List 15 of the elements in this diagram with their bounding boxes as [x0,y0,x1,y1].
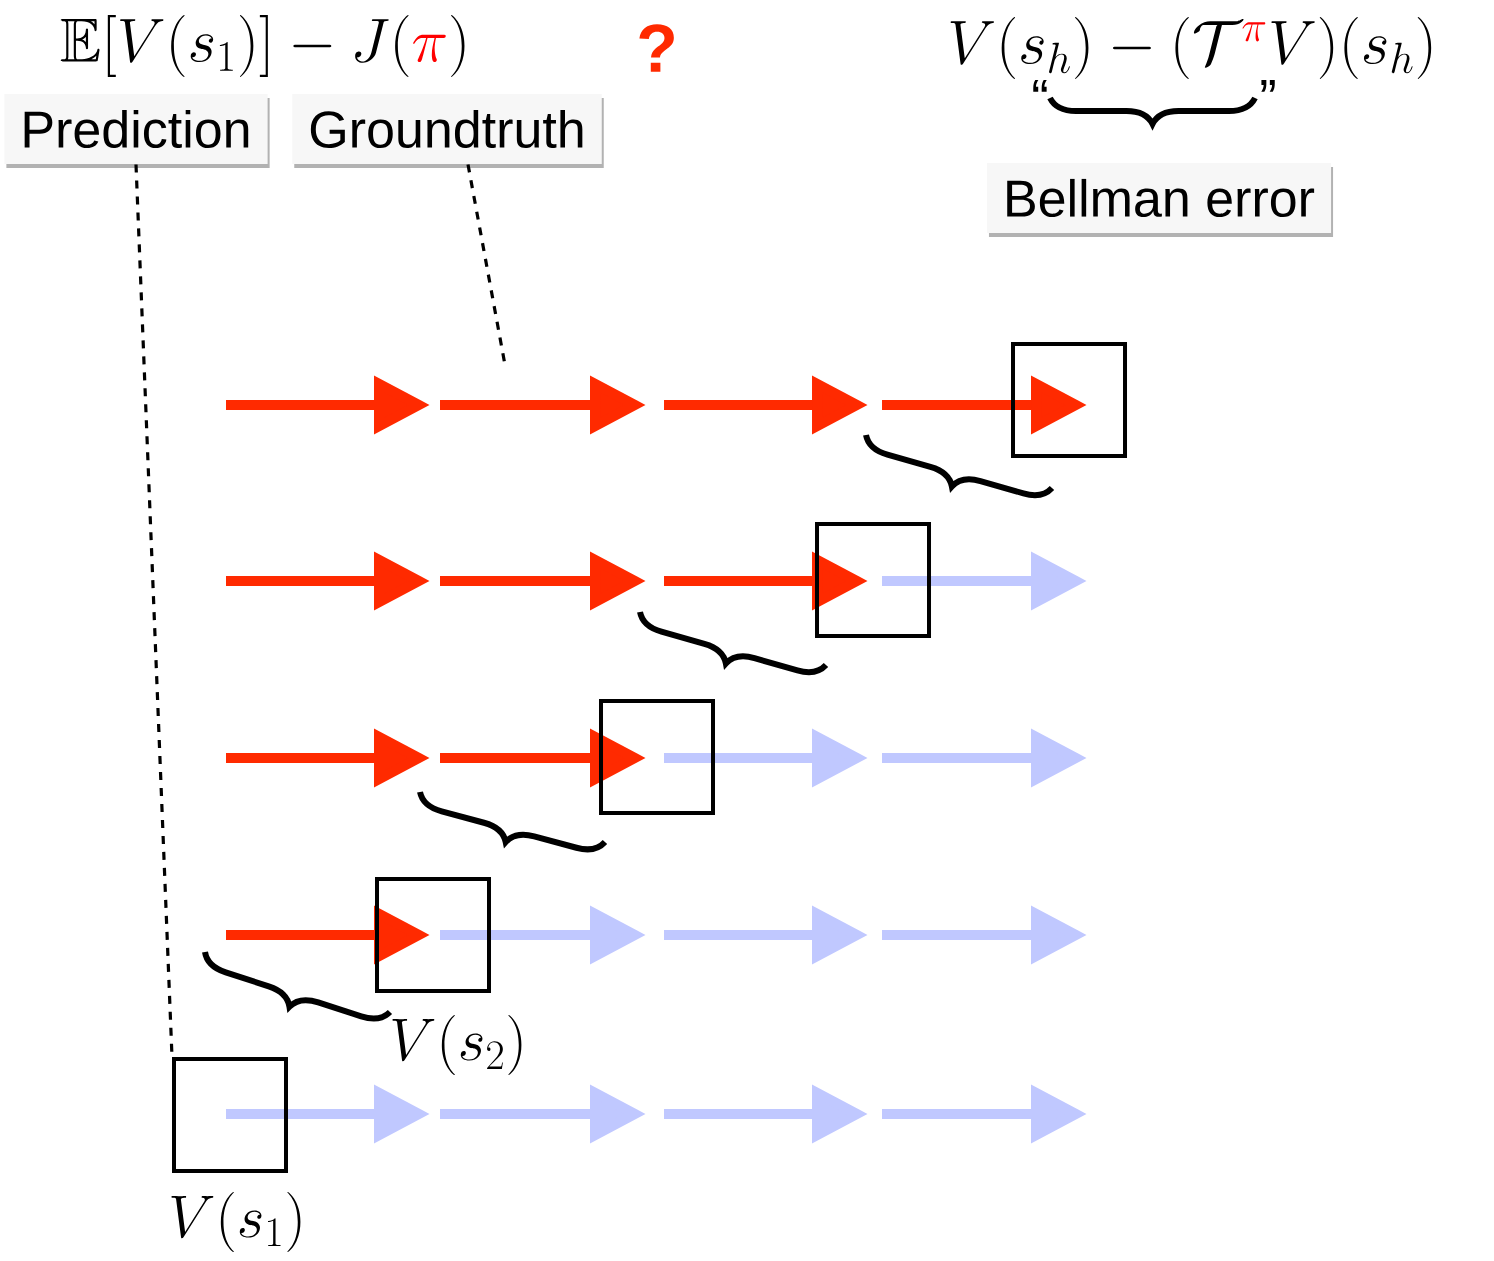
label-box: Prediction [4,93,270,169]
quote-mark: “ [1033,80,1047,92]
label-box: Bellman error [986,162,1334,238]
state-square [1011,342,1127,458]
label-box: Groundtruth [292,93,604,169]
formula: $V(s_h) - (\mathcal{T}^{\textcolor{red}{\pi}} V)(s_h)$ [950,17,1432,79]
state-square [815,522,931,638]
value-label: $V(s_2)$ [392,1015,522,1075]
formula: $\mathbb{E}[V(s_1)] - J(\textcolor{red}{\pi})$ [60,15,465,77]
state-square [599,699,715,815]
state-square [375,877,491,993]
quote-mark: ” [1261,80,1275,92]
question-mark: ? [639,24,674,72]
state-square [172,1057,288,1173]
value-label: $V(s_1)$ [171,1192,301,1252]
